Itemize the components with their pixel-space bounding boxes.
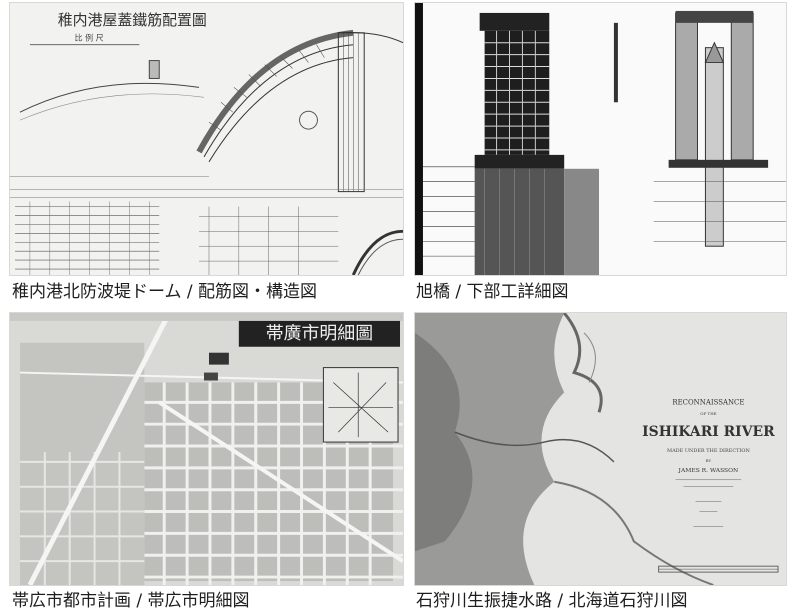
drawing-subtitle: 比 例 尺	[75, 33, 104, 43]
figure-image-obihiro: 帯廣市明細圖	[9, 312, 404, 586]
figure-image-wakkanai: 稚内港屋蓋鐵筋配置圖 比 例 尺	[9, 2, 404, 276]
figure-caption-asahibashi: 旭橋 / 下部工詳細図	[416, 282, 569, 302]
figure-image-asahibashi	[414, 2, 787, 276]
map-title-line-1: RECONNAISSANCE	[672, 398, 744, 406]
map-title-line-2: OF THE	[700, 411, 716, 416]
map-title: 帯廣市明細圖	[266, 323, 373, 344]
figure-image-ishikari: RECONNAISSANCE OF THE ISHIKARI RIVER MAD…	[414, 312, 787, 586]
map-title-line-6: JAMES R. WASSON	[678, 467, 739, 474]
figure-caption-ishikari: 石狩川生振捷水路 / 北海道石狩川図	[416, 591, 688, 611]
map-title-line-5: BY	[706, 458, 712, 463]
drawing-title: 稚内港屋蓋鐵筋配置圖	[58, 11, 207, 29]
figure-caption-obihiro: 帯広市都市計画 / 帯広市明細図	[12, 591, 250, 611]
map-title-line-3: ISHIKARI RIVER	[642, 424, 775, 440]
figure-caption-wakkanai: 稚内港北防波堤ドーム / 配筋図・構造図	[12, 282, 318, 302]
map-title-line-4: MADE UNDER THE DIRECTION	[667, 448, 750, 454]
